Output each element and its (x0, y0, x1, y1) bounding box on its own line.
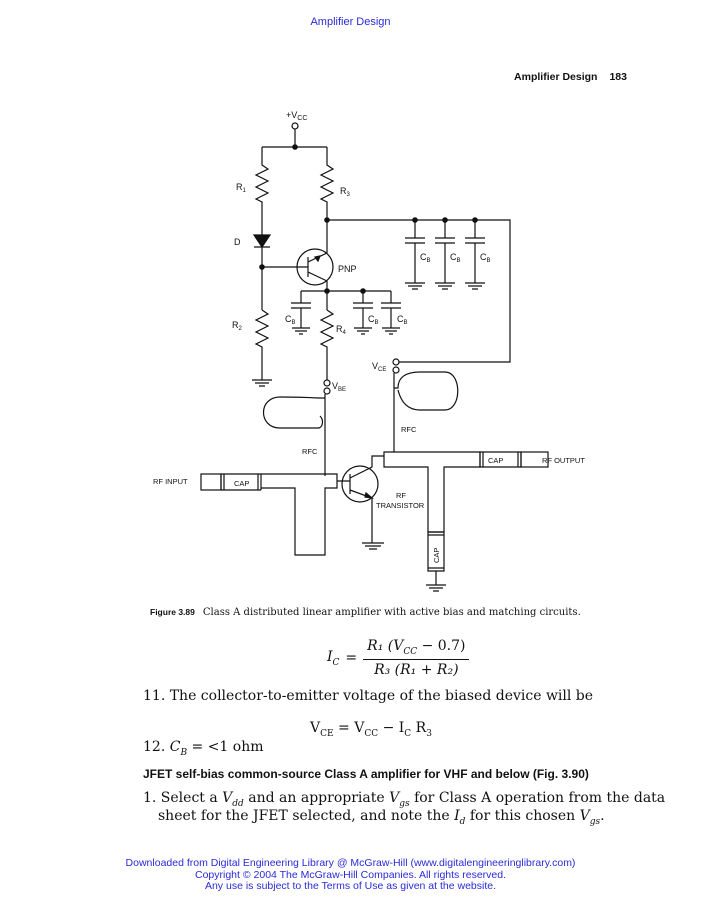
label-rfc-input: RFC (302, 447, 318, 456)
label-r3: R3 (340, 186, 351, 198)
vce-terminal (392, 358, 400, 366)
equation-ic: IC = R₁ (VCC − 0.7) R₃ (R₁ + R₂) (327, 638, 470, 678)
label-cap-output: CAP (488, 456, 503, 465)
equation-vce: VCE = VCC − IC R3 (310, 720, 432, 739)
resistor-r3 (319, 147, 335, 250)
label-cb: CB (450, 252, 461, 264)
bypass-capacitors-mid (291, 291, 401, 335)
input-microstrip (200, 473, 338, 556)
label-r2: R2 (232, 320, 243, 332)
label-cb: CB (480, 252, 491, 264)
label-pnp: PNP (338, 264, 357, 274)
label-vce: VCE (372, 361, 386, 373)
label-r4: R4 (336, 324, 347, 336)
section-heading: JFET self-bias common-source Class A amp… (143, 767, 589, 781)
label-rf-input: RF INPUT (153, 477, 188, 486)
output-microstrip (383, 451, 549, 592)
item-12: 12. CB = <1 ohm (143, 739, 264, 758)
rfc-output (393, 371, 459, 452)
item-1-line1: 1. Select a Vdd and an appropriate Vgs f… (143, 790, 666, 809)
label-cb: CB (285, 314, 296, 326)
resistor-r1 (254, 147, 270, 235)
item-1-line2: sheet for the JFET selected, and note th… (158, 808, 605, 827)
figure-caption: Figure 3.89 Class A distributed linear am… (150, 607, 581, 618)
running-header: Amplifier Design 183 (514, 71, 627, 83)
label-rf: RF (396, 491, 406, 500)
label-cb: CB (397, 314, 408, 326)
bypass-capacitors-top (405, 217, 485, 290)
caption-label: Figure 3.89 (150, 607, 195, 617)
footer-copyright[interactable]: Copyright © 2004 The McGraw-Hill Compani… (195, 869, 506, 881)
item-11: 11. The collector-to-emitter voltage of … (143, 688, 594, 704)
label-cap-shunt: CAP (432, 548, 441, 563)
vbe-terminal (323, 379, 331, 387)
resistor-r4 (319, 309, 335, 380)
label-d: D (234, 237, 241, 247)
diode-d (252, 234, 272, 249)
footer-download-link[interactable]: Downloaded from Digital Engineering Libr… (125, 857, 576, 869)
page-number: 183 (609, 71, 627, 83)
label-r1: R1 (236, 182, 247, 194)
running-title: Amplifier Design (514, 71, 598, 83)
rfc-input (263, 394, 326, 476)
label-vcc: +VCC (286, 110, 307, 122)
label-cb: CB (368, 314, 379, 326)
label-transistor: TRANSISTOR (376, 501, 425, 510)
header-link[interactable]: Amplifier Design (310, 16, 391, 28)
junction-dot (292, 144, 298, 150)
label-vbe: VBE (332, 381, 346, 393)
footer-terms[interactable]: Any use is subject to the Terms of Use a… (204, 880, 497, 892)
label-rf-output: RF OUTPUT (542, 456, 585, 465)
label-cap-input: CAP (234, 479, 249, 488)
rf-transistor (341, 465, 379, 503)
circuit-diagram: +VCC R1 R3 D PNP CB CB CB CB CB CB R2 R4… (153, 110, 585, 592)
caption-text: Class A distributed linear amplifier wit… (202, 607, 581, 618)
label-cb: CB (420, 252, 431, 264)
resistor-r2 (252, 309, 272, 387)
label-rfc-output: RFC (401, 425, 417, 434)
vcc-terminal (291, 122, 299, 130)
